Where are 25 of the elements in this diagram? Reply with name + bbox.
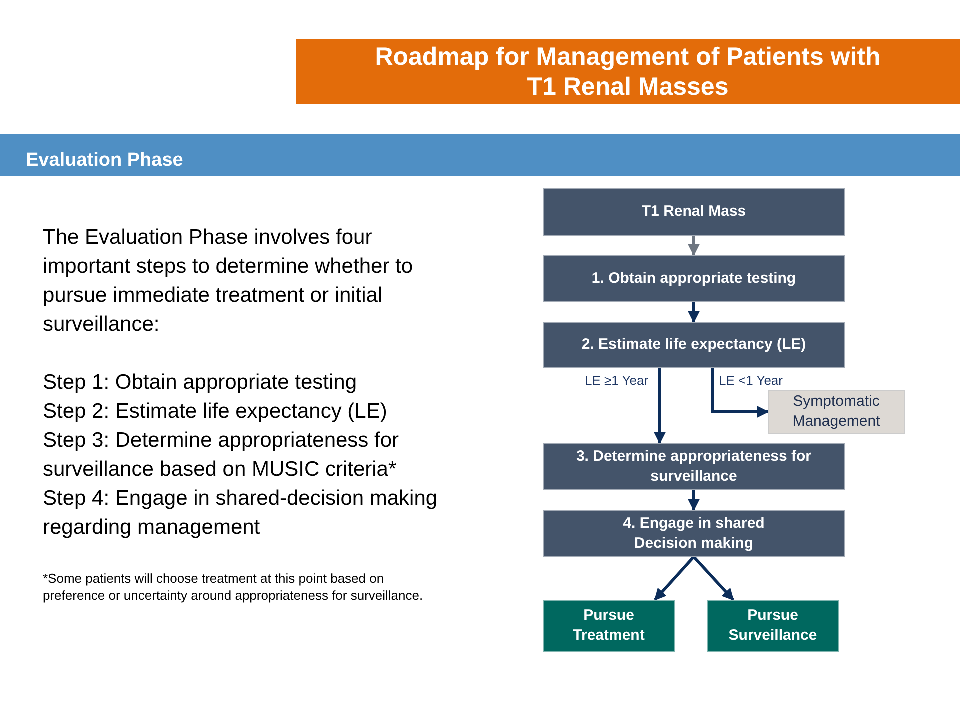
title-banner: Roadmap for Management of Patients with T1 Renal Masses <box>296 39 960 104</box>
step-box: 3. Determine appropriateness for surveillance <box>543 443 845 490</box>
outcome-box: Pursue Surveillance <box>707 600 839 652</box>
edge-label: LE ≥1 Year <box>583 373 651 388</box>
step-box: 2. Estimate life expectancy (LE) <box>543 322 845 368</box>
arrow <box>688 490 700 512</box>
outcome-box: Pursue Treatment <box>543 600 675 652</box>
arrow <box>654 368 666 444</box>
step-item: Step 1: Obtain appropriate testing <box>43 370 358 396</box>
outcome-box: Symptomatic Management <box>768 390 905 434</box>
step-item: Step 3: Determine appropriateness for surveillance based on MUSIC criteria* <box>43 428 400 483</box>
step-item: Step 2: Estimate life expectancy (LE) <box>43 399 388 425</box>
step-box: 1. Obtain appropriate testing <box>543 255 845 302</box>
section-heading: Evaluation Phase <box>26 150 184 172</box>
start-box: T1 Renal Mass <box>543 188 845 236</box>
arrow <box>688 236 700 256</box>
arrow <box>712 368 770 418</box>
arrow <box>688 302 700 324</box>
intro-paragraph: The Evaluation Phase involves four important steps to determine whether to pursue immediate treatment or initial surveillance: <box>43 225 414 338</box>
edge-label: LE <1 Year <box>717 373 785 388</box>
arrow <box>692 556 734 602</box>
step-item: Step 4: Engage in shared-decision making regarding management <box>43 486 439 541</box>
step-box: 4. Engage in shared Decision making <box>543 510 845 557</box>
footnote: *Some patients will choose treatment at this point based on preference or uncertainty around appropriateness for surveillance. <box>43 570 424 604</box>
arrow <box>654 556 696 601</box>
